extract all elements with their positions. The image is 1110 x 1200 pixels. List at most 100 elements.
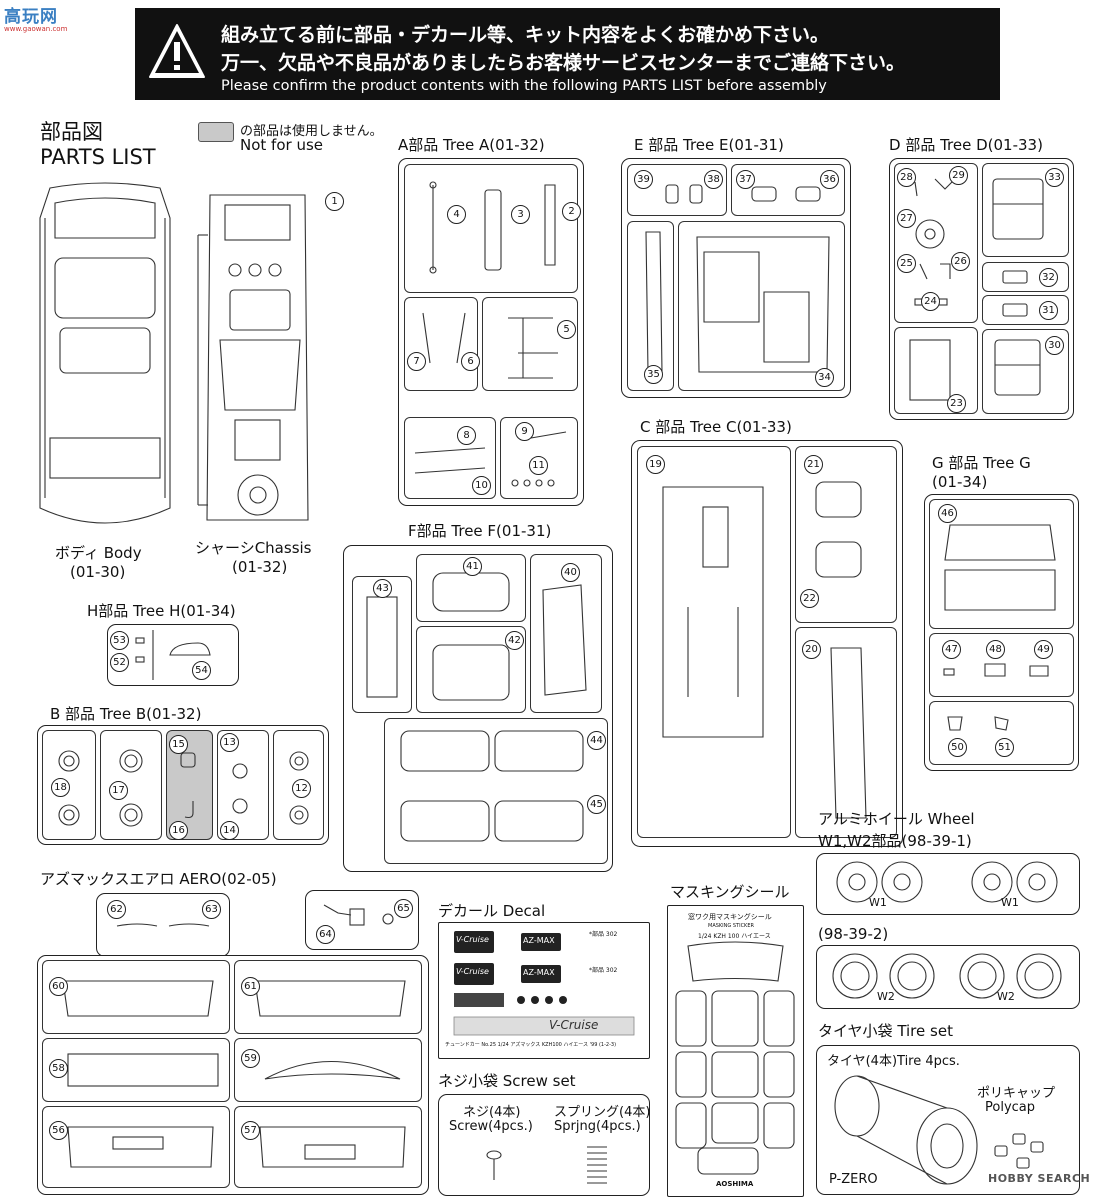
watermark-logo: 高玩网 www.gaowan.com	[4, 2, 74, 36]
part-num-59: 59	[241, 1049, 260, 1068]
tree-b-cell-17: 17	[100, 730, 162, 840]
tree-g-cell-3: 50 51	[929, 701, 1074, 765]
tree-e-cell-2: 37 36	[731, 164, 845, 216]
aero-cell-57: 57	[234, 1106, 422, 1188]
aero-garnish-drawing	[116, 923, 210, 927]
part-num-36: 36	[820, 170, 839, 189]
tree-a-cell-5: 9 11	[500, 417, 578, 499]
decal-code-1: *部品 302	[589, 931, 618, 938]
part-num-18: 18	[51, 778, 70, 797]
decal-logo-azmax-2	[521, 965, 561, 983]
part-num-35: 35	[644, 365, 663, 384]
polycap-en: Polycap	[985, 1100, 1036, 1115]
part-num-12: 12	[292, 779, 311, 798]
tree-g-grille-drawing	[944, 524, 1056, 611]
tree-b-not-used-drawing	[180, 752, 196, 819]
tree-d-seat-drawing	[992, 178, 1044, 240]
tree-a-cell-2: 7 6	[404, 297, 480, 391]
tree-a-title: A部品 Tree A(01-32)	[398, 136, 545, 154]
aero-58-drawing	[67, 1053, 219, 1087]
decal-code-2: *部品 302	[589, 967, 618, 974]
tree-f-window-40-drawing	[542, 584, 587, 696]
part-num-64: 64	[316, 925, 335, 944]
part-num-47: 47	[942, 640, 961, 659]
screw-title: ネジ小袋 Screw set	[438, 1072, 576, 1090]
decal-logo-vcruise-1	[454, 931, 494, 953]
tree-c-frame: 19 21 22 20	[631, 440, 903, 847]
wheel-w2-frame: W2 W2	[816, 945, 1080, 1009]
part-num-46: 46	[938, 504, 957, 523]
part-num-56: 56	[49, 1121, 68, 1140]
masking-sheet-model: 1/24 KZH 100 ハイエース	[698, 933, 771, 940]
watermark-url: www.gaowan.com	[4, 25, 68, 33]
tree-a-wipers-drawing	[414, 447, 486, 474]
part-num-27: 27	[897, 209, 916, 228]
tree-g-frame: 46 47 48 49 50 51	[924, 494, 1079, 771]
chassis-drawing	[197, 194, 309, 521]
decal-footer: チューンドカー No.25 1/24 アズマックス KZH100 ハイエース '…	[445, 1042, 617, 1048]
tree-b-cell-13-14: 13 14	[217, 730, 269, 840]
body-part	[30, 178, 180, 538]
tree-b-cell-15-16-not-used: 15 16	[166, 730, 213, 840]
tree-f-title: F部品 Tree F(01-31)	[408, 522, 552, 540]
tree-d-seat2-drawing	[994, 339, 1041, 396]
body-code: (01-30)	[70, 563, 126, 581]
part-num-30: 30	[1045, 336, 1064, 355]
aero-60-drawing	[62, 980, 214, 1017]
aero-title: アズマックスエアロ AERO(02-05)	[40, 870, 277, 888]
part-num-53: 53	[110, 631, 129, 650]
decal-stripe-logo: V-Cruise	[549, 1018, 599, 1032]
parts-title-en: PARTS LIST	[40, 145, 156, 169]
tree-e-lamps-drawing	[751, 186, 821, 202]
tree-b-frame: 18 17 15 16 13 14 12	[37, 725, 329, 845]
part-num-42: 42	[505, 631, 524, 650]
tree-f-cell-41: 41	[416, 554, 526, 622]
part-num-14: 14	[220, 821, 239, 840]
part-num-44: 44	[587, 731, 606, 750]
aero-57-drawing	[259, 1126, 406, 1168]
part-num-6: 6	[461, 352, 480, 371]
tree-a-frame: 4 3 2 7 6 5 8 10 9 11	[398, 158, 584, 506]
masking-sheet-sub: MASKING STICKER	[708, 923, 754, 929]
tree-e-frame: 39 38 37 36 35 34	[621, 158, 851, 398]
tree-g-mirrors-drawing	[947, 716, 1009, 731]
tree-f-frame: 43 41 42 40 44 45	[343, 545, 613, 872]
masking-shapes-drawing	[675, 941, 795, 1175]
wheel-subtitle: W1,W2部品(98-39-1)	[818, 832, 972, 850]
tree-c-cell-3: 20	[795, 627, 897, 838]
tree-d-pad2-drawing	[1002, 303, 1028, 317]
tree-c-title: C 部品 Tree C(01-33)	[640, 418, 792, 436]
body-drawing	[39, 182, 171, 524]
tree-a-pins-drawing	[422, 312, 466, 364]
aero-frame: 60 61 58 59 56 57	[37, 955, 429, 1195]
part-num-7: 7	[407, 352, 426, 371]
part-num-51: 51	[995, 738, 1014, 757]
part-num-61: 61	[241, 977, 260, 996]
wheel-w2-label-b: W2	[997, 990, 1015, 1003]
tree-f-windows-44-45-drawing	[400, 730, 584, 842]
decal-logo-azmax-2-text: AZ-MAX	[523, 968, 555, 977]
part-num-45: 45	[587, 795, 606, 814]
part-num-3: 3	[511, 205, 530, 224]
tree-c-cell-1: 19	[637, 446, 791, 838]
aero-cell-60: 60	[42, 960, 230, 1034]
masking-title: マスキングシール	[670, 883, 790, 901]
tree-d-cell-4: 31	[982, 295, 1069, 325]
tree-f-cell-44-45: 44 45	[384, 718, 608, 864]
not-for-use-swatch	[198, 122, 234, 142]
tree-h-frame: 53 52 54	[107, 624, 239, 686]
part-num-21: 21	[804, 455, 823, 474]
tree-d-pad1-drawing	[1002, 270, 1028, 284]
wheel-w1-drawing	[836, 861, 1058, 903]
tire-drawing	[834, 1075, 1044, 1185]
tree-e-title: E 部品 Tree E(01-31)	[634, 136, 784, 154]
tree-f-cell-42: 42	[416, 626, 526, 713]
tree-g-title: G 部品 Tree G	[932, 454, 1031, 472]
tree-g-cell-1: 46	[929, 499, 1074, 629]
aero-cell-59: 59	[234, 1038, 422, 1102]
wheel-w1-label-b: W1	[1001, 896, 1019, 909]
tree-h-parts-drawing	[135, 630, 211, 680]
aero-muffler-drawing	[323, 904, 394, 926]
part-num-13: 13	[220, 733, 239, 752]
part-num-40: 40	[561, 563, 580, 582]
